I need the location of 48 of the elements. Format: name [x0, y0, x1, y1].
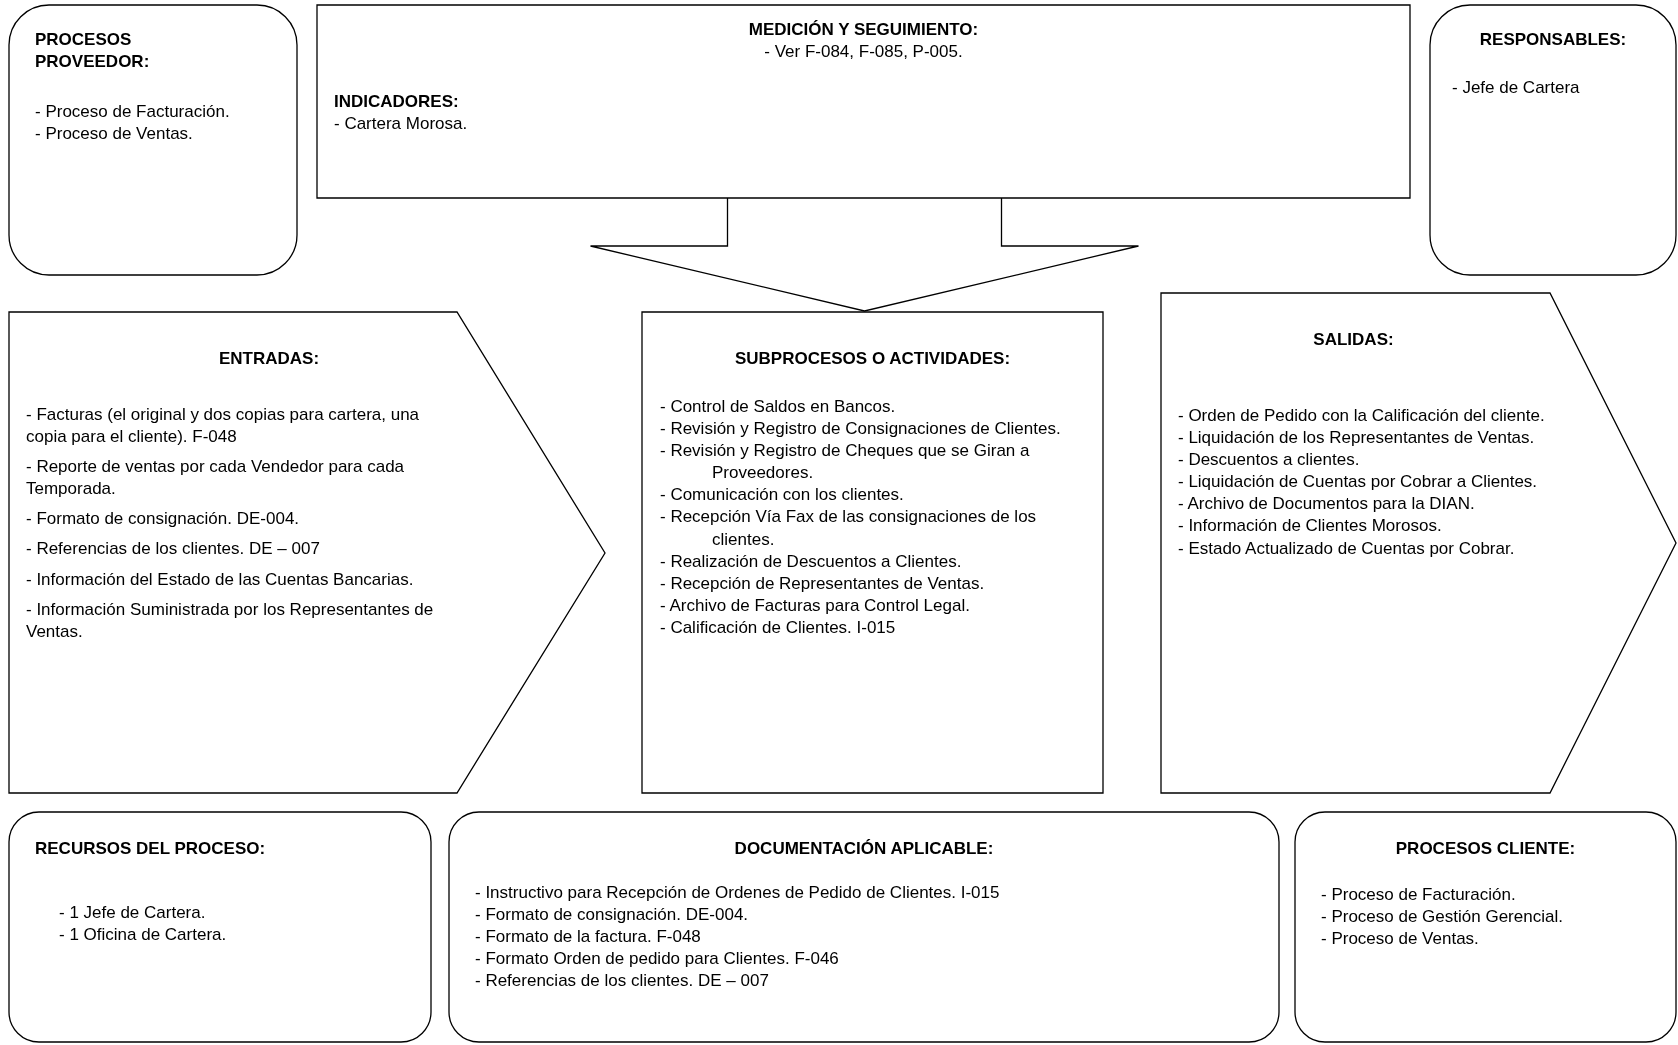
list-item: - Realización de Descuentos a Clientes. [660, 550, 963, 573]
section-heading: RECURSOS DEL PROCESO: [35, 838, 267, 860]
list-item: - Información Suministrada por los Representantes de Ventas. [26, 598, 435, 643]
list-item: - Archivo de Documentos para la DIAN. [1178, 493, 1476, 516]
list-item: - Estado Actualizado de Cuentas por Cobrar. [1178, 537, 1516, 560]
list-item: - Reporte de ventas por cada Vendedor para cada Temporada. [26, 456, 406, 501]
list-item: - Orden de Pedido con la Calificación del cliente. [1178, 405, 1546, 427]
section-heading: PROCESOS CLIENTE: [1394, 838, 1577, 860]
list-item: - Información del Estado de las Cuentas Bancarias. [26, 568, 415, 591]
section-heading: MEDICIÓN Y SEGUIMIENTO: [747, 19, 980, 41]
section-heading: ENTRADAS: [217, 348, 321, 370]
section-heading: PROCESOS PROVEEDOR: [35, 29, 151, 74]
list-item: - Información de Clientes Morosos. [1178, 515, 1443, 538]
list-item: - Recepción de Representantes de Ventas. [660, 572, 986, 595]
list-item: - 1 Oficina de Cartera. [59, 924, 228, 947]
section-heading: INDICADORES: [334, 91, 460, 113]
list-item: - Formato de consignación. DE-004. [26, 508, 301, 531]
section-heading: DOCUMENTACIÓN APLICABLE: [733, 838, 995, 860]
list-item: - Referencias de los clientes. DE – 007 [26, 538, 321, 561]
list-item: - Formato Orden de pedido para Clientes. F-046 [475, 948, 840, 971]
list-item: - Proceso de Ventas. [1321, 928, 1480, 951]
list-item: - Formato de consignación. DE-004. [475, 904, 750, 927]
list-item: - Revisión y Registro de Consignaciones de Clientes. [660, 418, 1062, 441]
list-item: - Proceso de Ventas. [35, 123, 194, 146]
list-item: - Archivo de Facturas para Control Legal. [660, 594, 971, 617]
list-item: - Comunicación con los clientes. [660, 484, 905, 507]
section-heading: RESPONSABLES: [1478, 29, 1628, 51]
list-item: - Calificación de Clientes. I-015 [660, 616, 897, 639]
section-heading: SUBPROCESOS O ACTIVIDADES: [733, 348, 1012, 370]
list-item: - Proceso de Facturación. [1321, 884, 1517, 906]
section-heading: SALIDAS: [1312, 329, 1395, 351]
list-item: - Liquidación de Cuentas por Cobrar a Clientes. [1178, 471, 1539, 494]
list-item: - Proceso de Gestión Gerencial. [1321, 906, 1564, 929]
list-item: - 1 Jefe de Cartera. [59, 902, 207, 924]
list-item: - Formato de la factura. F-048 [475, 926, 702, 949]
list-item: - Control de Saldos en Bancos. [660, 396, 897, 418]
list-item: - Referencias de los clientes. DE – 007 [475, 970, 770, 993]
list-item: - Jefe de Cartera [1452, 77, 1581, 99]
list-item: - Revisión y Registro de Cheques que se Giran a Proveedores. [660, 440, 1031, 485]
list-item: - Cartera Morosa. [334, 113, 469, 136]
list-item: - Liquidación de los Representantes de Ventas. [1178, 427, 1536, 450]
block-arrow [589, 196, 1140, 312]
list-item: - Proceso de Facturación. [35, 101, 231, 123]
list-item: - Ver F-084, F-085, P-005. [763, 41, 964, 64]
list-item: - Descuentos a clientes. [1178, 449, 1361, 472]
list-item: - Instructivo para Recepción de Ordenes de Pedido de Clientes. I-015 [475, 882, 1001, 904]
list-item: - Recepción Vía Fax de las consignaciones de los clientes. [660, 506, 1038, 551]
list-item: - Facturas (el original y dos copias para cartera, una copia para el cliente). F-048 [26, 404, 421, 449]
